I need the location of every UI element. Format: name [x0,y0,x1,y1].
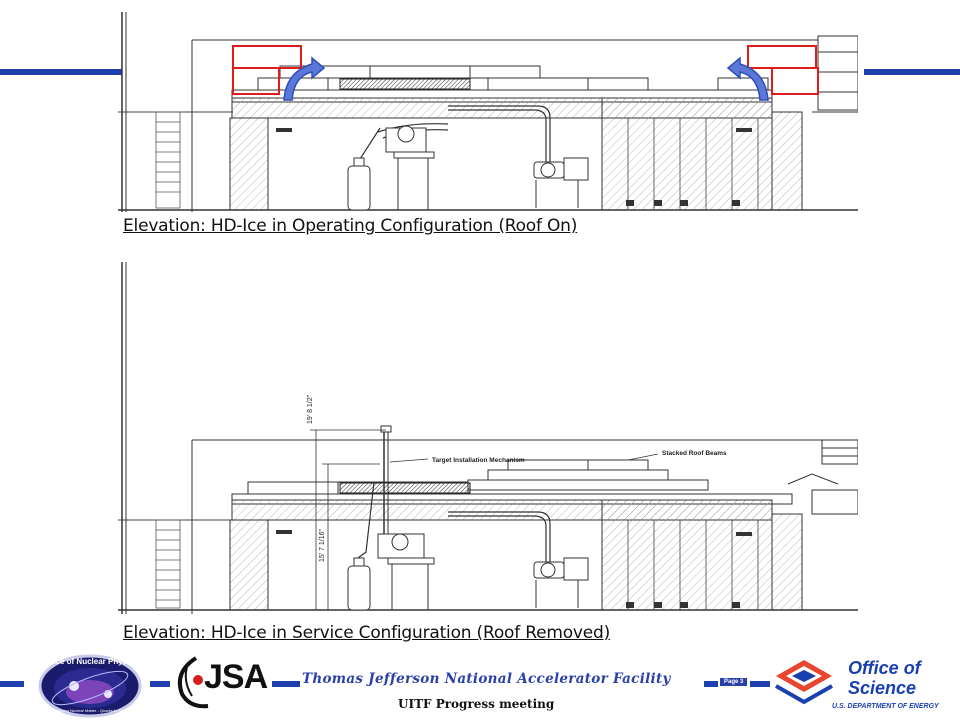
footer-bar-left [0,681,24,687]
jsa-logo-text: JSA [204,658,268,696]
caption-service-configuration: Elevation: HD-Ice in Service Configurati… [123,623,611,643]
nuclear-physics-logo: Office of Nuclear Physics Exploring Nucl… [38,654,142,718]
page-number: Page 3 [720,678,748,686]
science-logo-line1: Office of [848,658,923,678]
nuclear-physics-logo-text: Office of Nuclear Physics [42,657,139,666]
jsa-logo: JSA [177,656,269,709]
red-box-left-lower [232,67,280,95]
facility-name: Thomas Jefferson National Accelerator Fa… [302,671,671,687]
red-box-left-upper [232,45,302,69]
footer-bar-mid [272,681,300,687]
header-bar-right [864,69,960,75]
science-logo-line2: Science [848,678,916,698]
blue-arrow-right [726,56,769,101]
header-bar-left [0,69,122,75]
elevation-drawing-service: Target Installation Mechanism Stacked Ro… [118,262,858,614]
footer-bar-right-a [704,681,718,687]
office-of-science-logo: Office of Science U.S. DEPARTMENT OF ENE… [770,656,940,710]
footer-bar-mid-left [150,681,170,687]
footer-bar-right-b [750,681,770,687]
blue-arrow-left [283,56,326,101]
red-box-right-upper [747,45,817,69]
dimension-lower: 15' 7 1/16" [319,528,326,562]
roof-vent-highlights [232,45,819,101]
label-target-installation-mechanism: Target Installation Mechanism [432,457,525,464]
nuclear-physics-logo-motto: Exploring Nuclear Matter - Quarks to Sta… [52,708,127,713]
meeting-name: UITF Progress meeting [398,697,555,711]
label-stacked-roof-beams: Stacked Roof Beams [662,450,727,457]
elevation-drawing-operating [118,12,858,212]
red-box-right-lower [771,67,819,95]
dimension-upper: 19' 8 1/2" [307,394,314,424]
caption-operating-configuration: Elevation: HD-Ice in Operating Configura… [123,216,578,236]
science-logo-line3: U.S. DEPARTMENT OF ENERGY [832,703,940,710]
